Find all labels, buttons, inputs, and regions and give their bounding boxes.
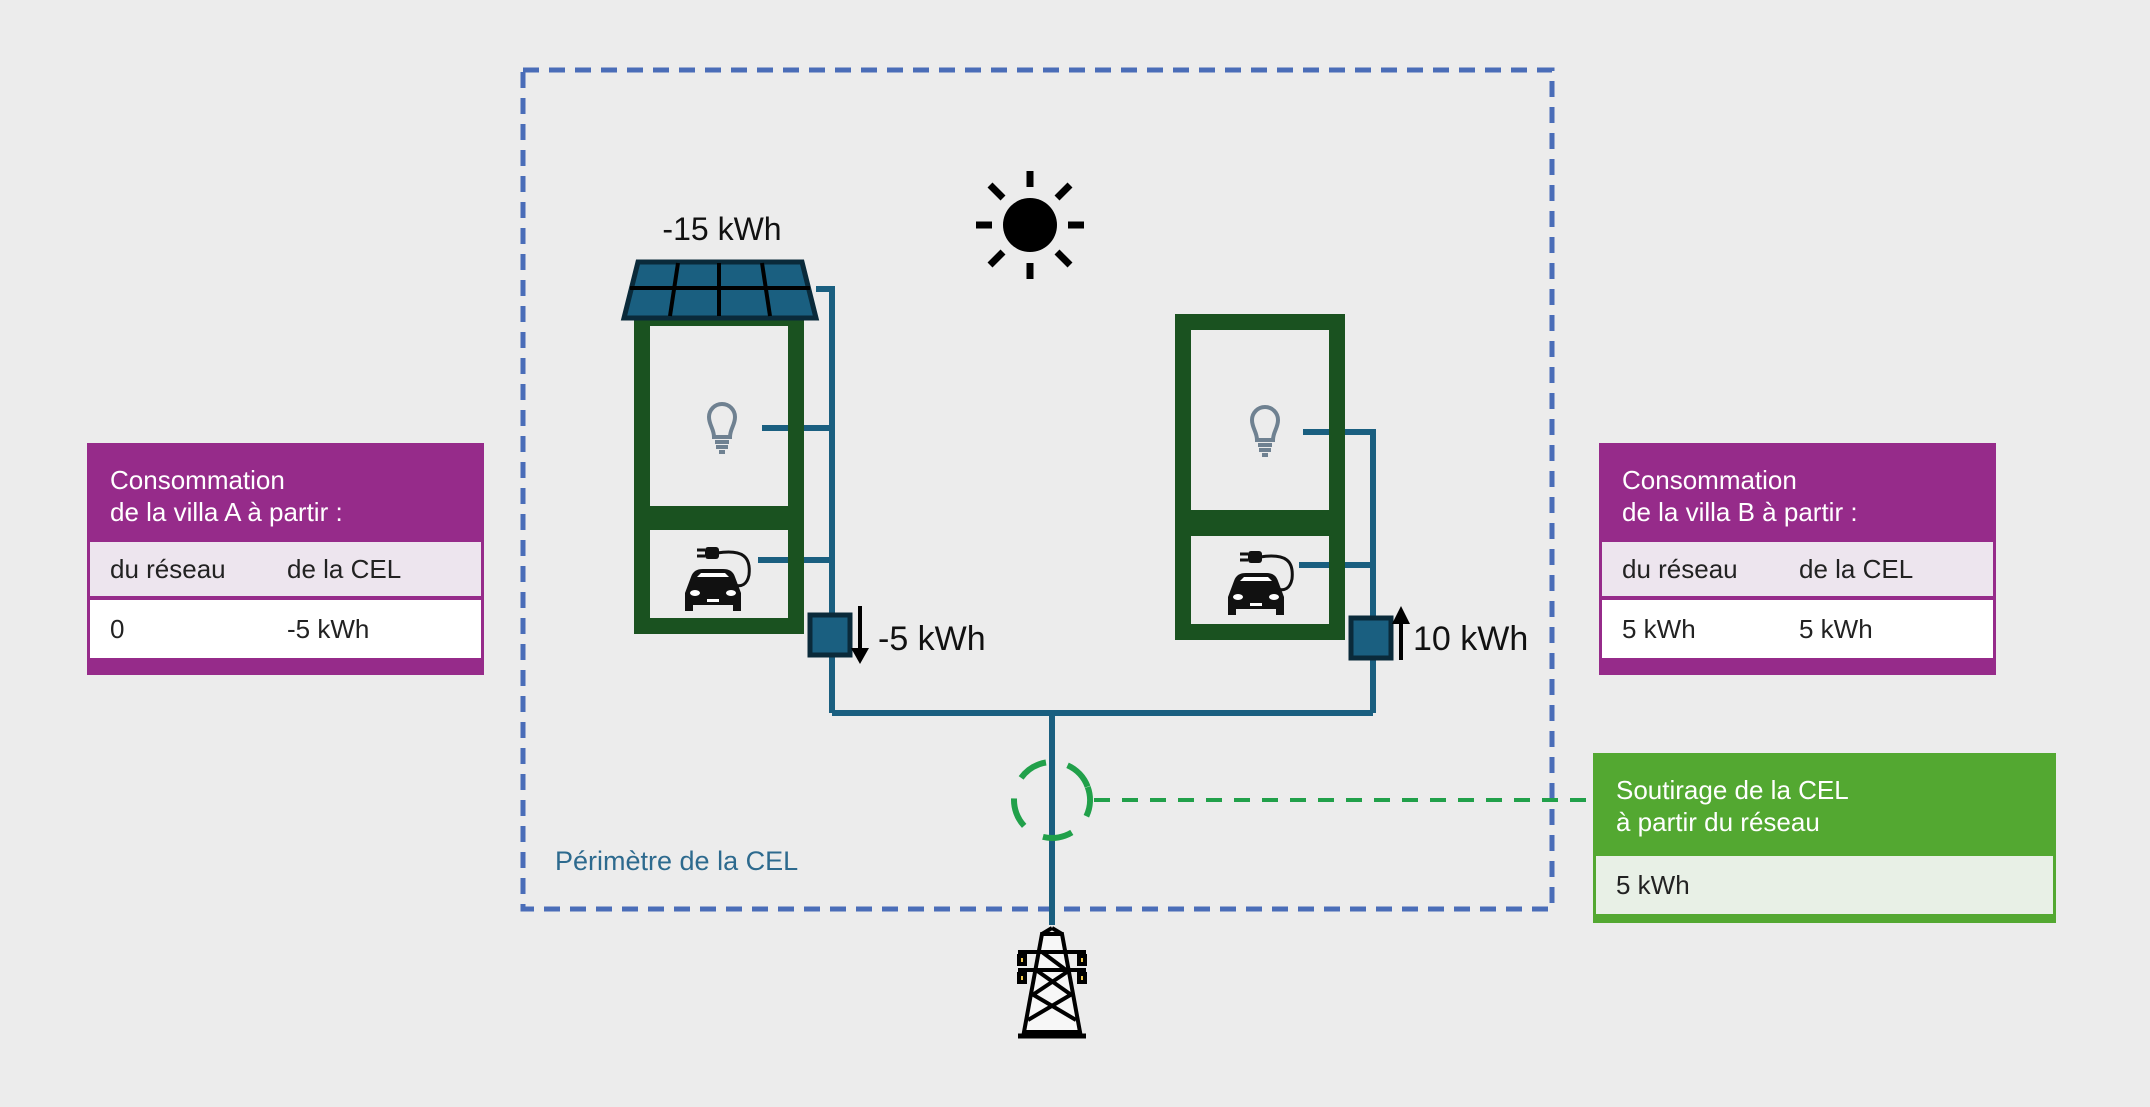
- meter-b-flow-label: 10 kWh: [1413, 620, 1528, 658]
- metering-point-circle: [1011, 759, 1093, 841]
- col-cel-label: de la CEL: [1799, 553, 1914, 584]
- arrow-down-icon: [851, 606, 869, 664]
- card-title: Soutirage de la CEL à partir du réseau: [1596, 756, 2053, 856]
- card-title-line: à partir du réseau: [1616, 807, 1820, 837]
- solar-panel-icon: [620, 259, 820, 321]
- ev-charging-car-icon: [1228, 551, 1294, 615]
- meter-b-icon: [1348, 615, 1394, 661]
- grid-value: 0: [110, 613, 125, 644]
- card-title: Consommation de la villa B à partir :: [1602, 446, 1993, 542]
- villa-b-consumption-card: Consommation de la villa B à partir : du…: [1599, 443, 1996, 675]
- card-title: Consommation de la villa A à partir :: [90, 446, 481, 542]
- card-value-row: 5 kWh: [1596, 856, 2053, 914]
- cel-value: -5 kWh: [287, 613, 370, 644]
- electricity-pylon-icon: [1017, 926, 1087, 1039]
- grid-value: 5 kWh: [1622, 613, 1696, 644]
- card-value-row: 0 -5 kWh: [90, 600, 481, 658]
- col-cel-label: de la CEL: [287, 553, 402, 584]
- arrow-up-icon: [1392, 606, 1410, 660]
- solar-production-label: -15 kWh: [662, 211, 781, 247]
- cel-grid-withdrawal-card: Soutirage de la CEL à partir du réseau 5…: [1593, 753, 2056, 923]
- card-title-line: Soutirage de la CEL: [1616, 775, 1849, 805]
- lightbulb-icon: [706, 402, 738, 454]
- lightbulb-icon: [1249, 405, 1281, 457]
- perimeter-label: Périmètre de la CEL: [555, 846, 798, 876]
- villa-a-consumption-card: Consommation de la villa A à partir : du…: [87, 443, 484, 675]
- cel-value: 5 kWh: [1799, 613, 1873, 644]
- sun-icon: [976, 171, 1084, 279]
- card-title-line: de la villa B à partir :: [1622, 497, 1858, 527]
- card-header-row: du réseau de la CEL: [90, 542, 481, 600]
- meter-a-icon: [807, 612, 853, 658]
- villa-a-house: -15 kWh: [620, 211, 820, 634]
- card-title-line: Consommation: [1622, 465, 1797, 495]
- meter-a-flow-label: -5 kWh: [878, 620, 986, 658]
- card-value-row: 5 kWh 5 kWh: [1602, 600, 1993, 658]
- withdrawal-value: 5 kWh: [1616, 869, 1690, 900]
- col-grid-label: du réseau: [1622, 553, 1738, 584]
- card-title-line: de la villa A à partir :: [110, 497, 343, 527]
- col-grid-label: du réseau: [110, 553, 226, 584]
- ev-charging-car-icon: [685, 547, 751, 611]
- cel-perimeter: [520, 67, 1555, 912]
- card-header-row: du réseau de la CEL: [1602, 542, 1993, 600]
- card-title-line: Consommation: [110, 465, 285, 495]
- villa-b-house: [1175, 314, 1345, 640]
